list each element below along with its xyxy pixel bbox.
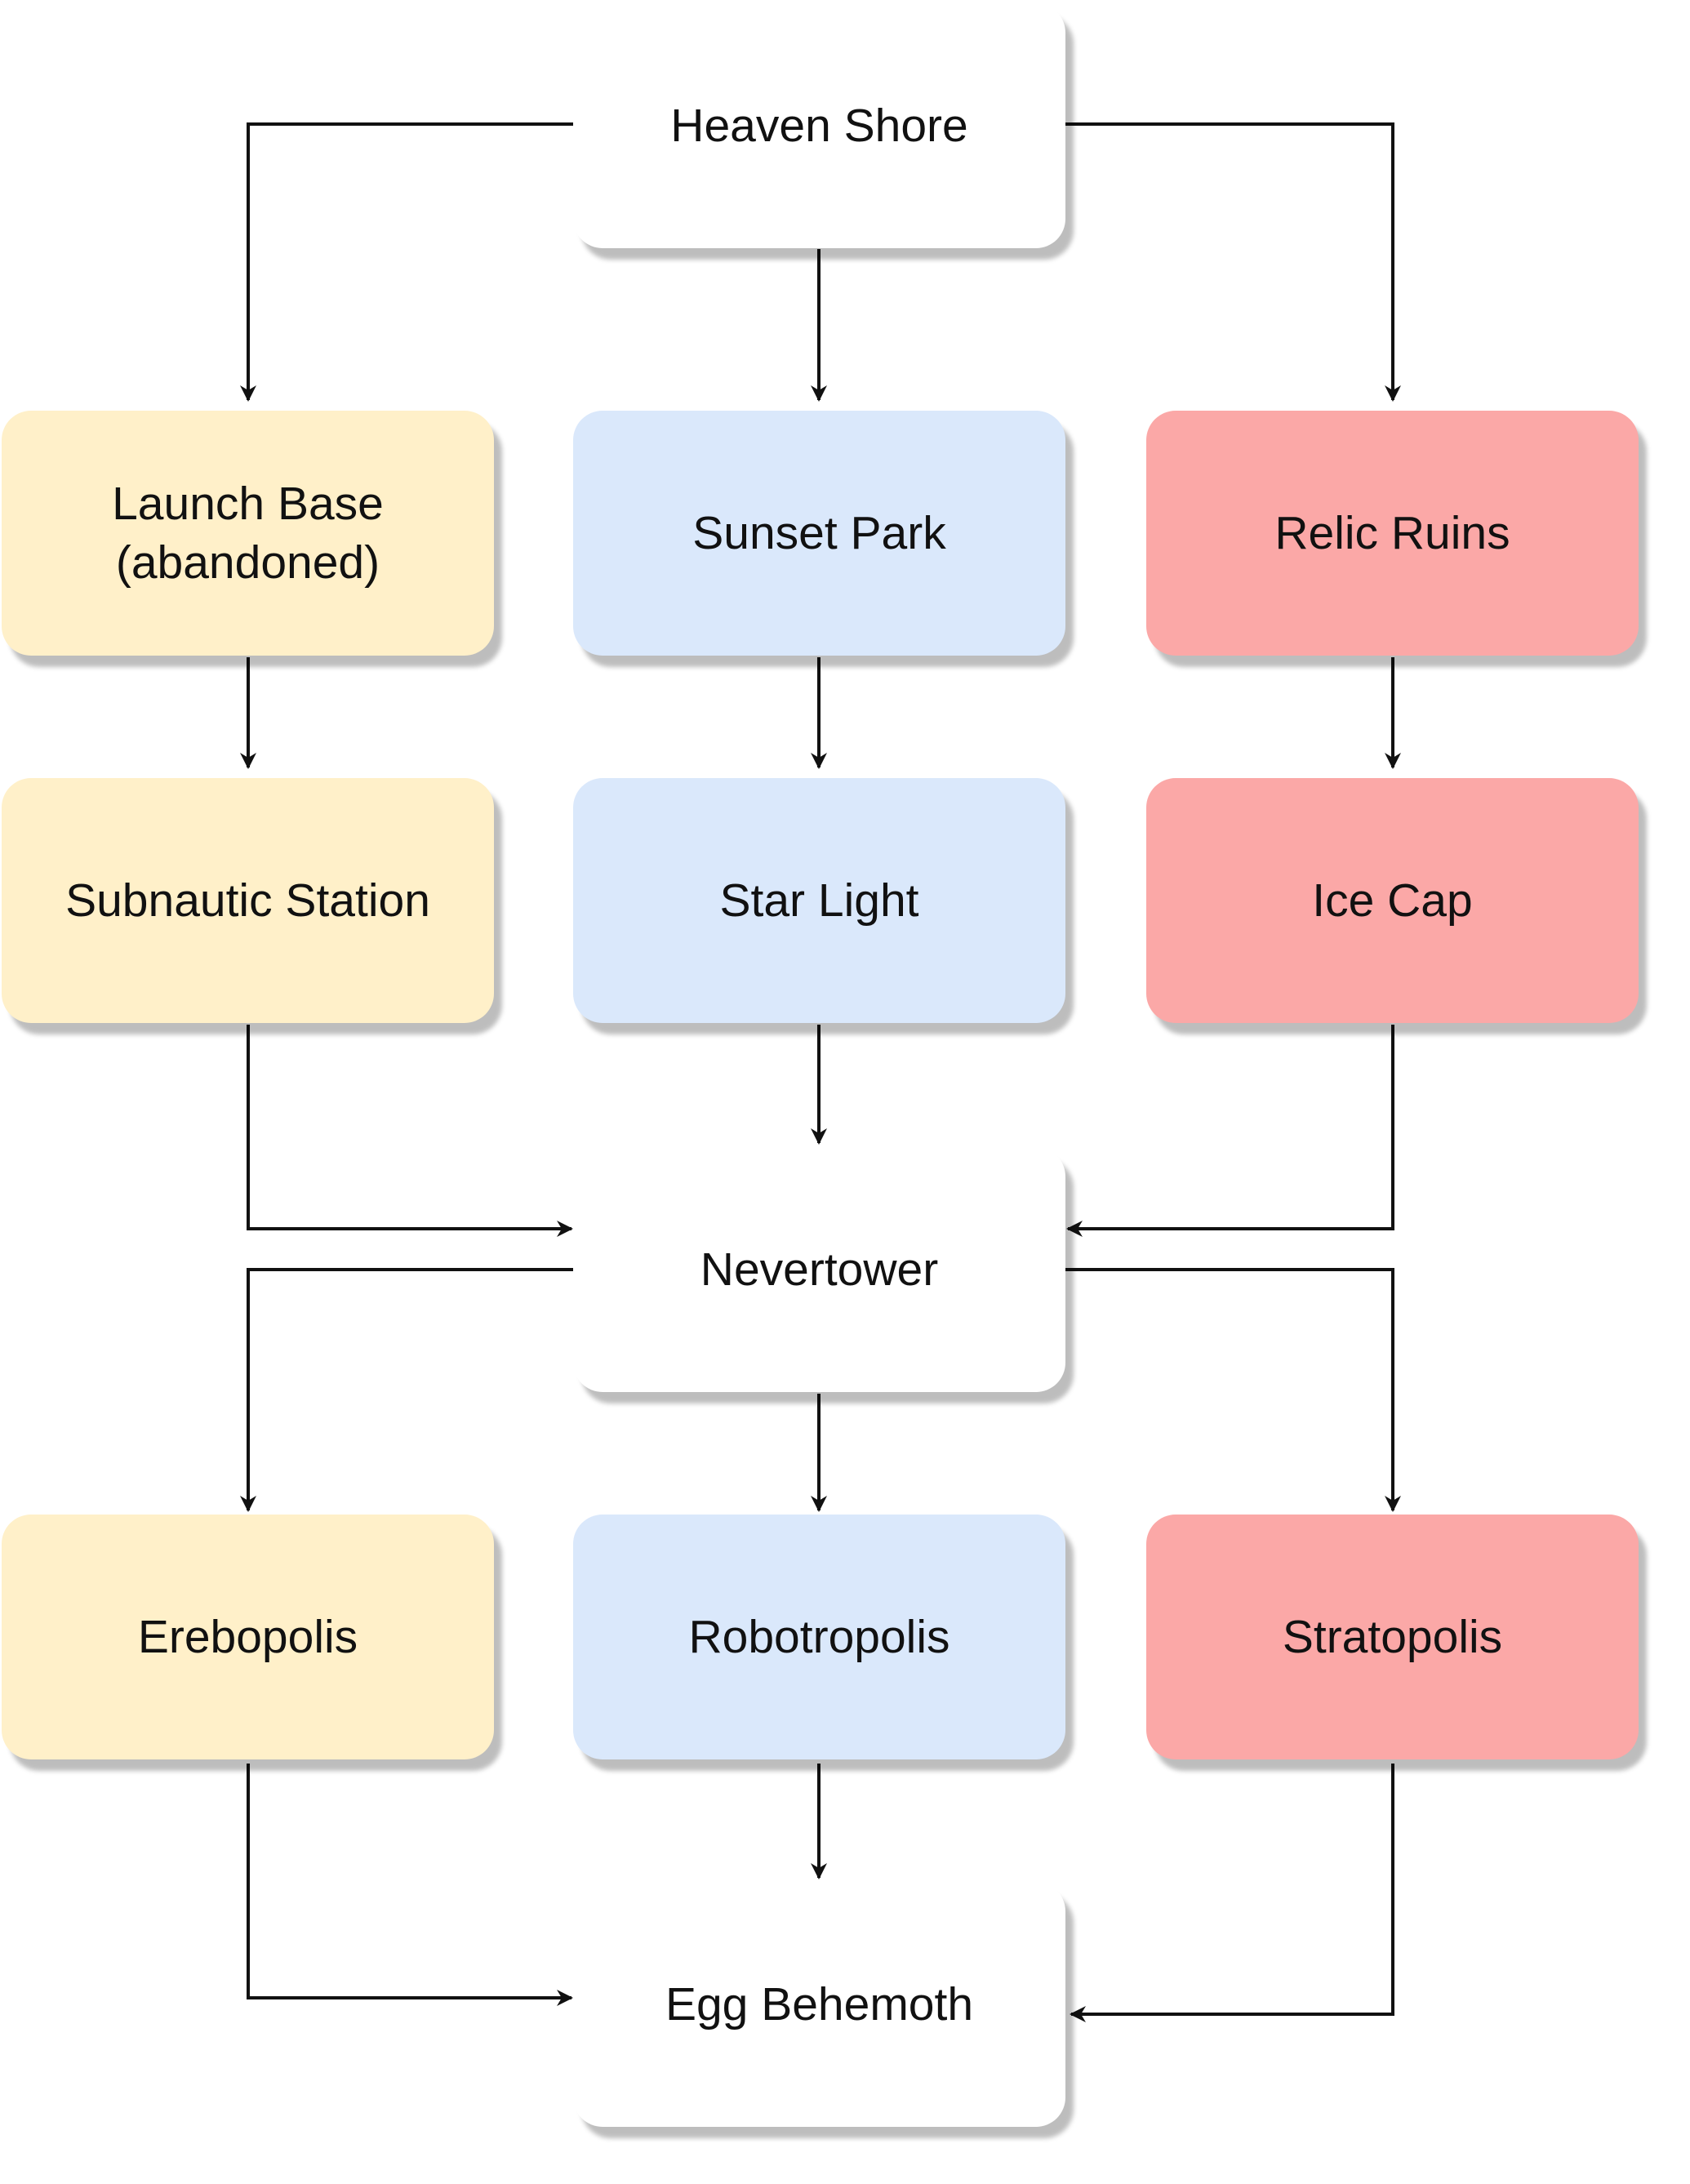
node-label: Erebopolis <box>137 1611 358 1663</box>
node-label: Ice Cap <box>1312 874 1473 927</box>
node-nevertower: Nevertower <box>573 1147 1065 1392</box>
node-label: Robotropolis <box>688 1611 950 1663</box>
edge-nevertower-to-stratopolis <box>1065 1268 1401 1512</box>
edge-stratopolis-to-egg-behemoth <box>1070 1764 1394 2022</box>
edge-heaven-shore-to-launch-base <box>240 122 573 402</box>
node-label: Sunset Park <box>692 507 946 559</box>
node-label: Heaven Shore <box>670 100 968 152</box>
node-sunset-park: Sunset Park <box>573 411 1065 656</box>
node-subnautic-station: Subnautic Station <box>2 778 494 1023</box>
node-label: Launch Base (abandoned) <box>112 478 384 589</box>
edge-erebopolis-to-egg-behemoth <box>247 1764 573 2006</box>
edge-nevertower-to-erebopolis <box>240 1268 573 1512</box>
node-robotropolis: Robotropolis <box>573 1515 1065 1759</box>
node-launch-base: Launch Base (abandoned) <box>2 411 494 656</box>
node-label: Star Light <box>719 874 919 927</box>
node-label: Egg Behemoth <box>665 1978 974 2031</box>
node-stratopolis: Stratopolis <box>1146 1515 1639 1759</box>
edge-subnautic-station-to-nevertower <box>247 1025 573 1237</box>
node-relic-ruins: Relic Ruins <box>1146 411 1639 656</box>
node-ice-cap: Ice Cap <box>1146 778 1639 1023</box>
node-star-light: Star Light <box>573 778 1065 1023</box>
node-heaven-shore: Heaven Shore <box>573 3 1065 248</box>
node-erebopolis: Erebopolis <box>2 1515 494 1759</box>
node-label: Subnautic Station <box>65 874 430 927</box>
node-egg-behemoth: Egg Behemoth <box>573 1882 1065 2127</box>
node-label: Stratopolis <box>1282 1611 1503 1663</box>
node-label: Nevertower <box>700 1243 939 1296</box>
edge-ice-cap-to-nevertower <box>1066 1025 1394 1237</box>
node-label: Relic Ruins <box>1274 507 1510 559</box>
edge-heaven-shore-to-relic-ruins <box>1065 122 1401 402</box>
